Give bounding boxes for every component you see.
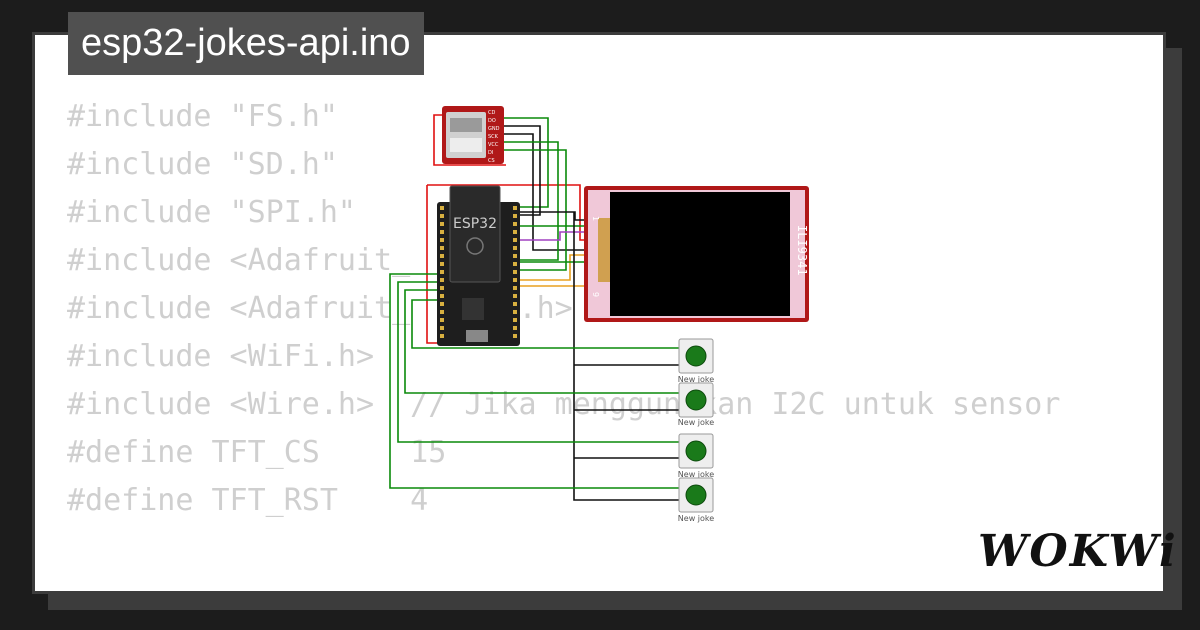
ili9341-display: 1 9 ILI9341: [584, 186, 809, 322]
sd-pin-label: DO: [488, 118, 496, 124]
sd-pin-label: GND: [488, 126, 500, 132]
espressif-logo-icon: [466, 237, 484, 255]
code-line: #include <Wire.h> // Jika menggunakan I2…: [67, 387, 1061, 422]
sd-pin-label: VCC: [488, 142, 499, 148]
button-label: New joke: [678, 470, 714, 479]
sd-pin-label: CD: [488, 110, 495, 116]
esp32-board: ESP32: [437, 185, 520, 346]
button-label: New joke: [678, 418, 714, 427]
sd-card-module: CD DO GND SCK VCC DI CS: [442, 106, 504, 164]
code-line: #define TFT_RST 4: [67, 483, 429, 518]
push-button[interactable]: New joke: [678, 477, 714, 523]
code-line: #include <WiFi.h>: [67, 339, 375, 374]
display-screen: [610, 192, 790, 316]
push-button[interactable]: New joke: [678, 382, 714, 427]
sd-pin-label: SCK: [488, 134, 499, 140]
code-line: #include "SD.h": [67, 147, 338, 182]
sd-pin-label: CS: [488, 158, 495, 164]
project-title: esp32-jokes-api.ino: [68, 12, 424, 75]
push-button[interactable]: New joke: [678, 433, 714, 479]
display-pin-end: 9: [591, 292, 600, 297]
code-line: #include <Adafruit_: [67, 243, 411, 278]
sd-pin-label: DI: [488, 150, 493, 156]
esp32-label: ESP32: [453, 216, 497, 232]
push-button[interactable]: New joke: [678, 338, 714, 384]
code-line: #include "SPI.h": [67, 195, 356, 230]
display-pin-start: 1: [591, 216, 600, 221]
code-line: #define TFT_CS 15: [67, 435, 447, 470]
button-label: New joke: [678, 375, 714, 384]
display-label: ILI9341: [795, 225, 809, 276]
code-line: #include "FS.h": [67, 99, 338, 134]
wokwi-logo: WOKWi: [978, 526, 1178, 577]
button-label: New joke: [678, 514, 714, 523]
